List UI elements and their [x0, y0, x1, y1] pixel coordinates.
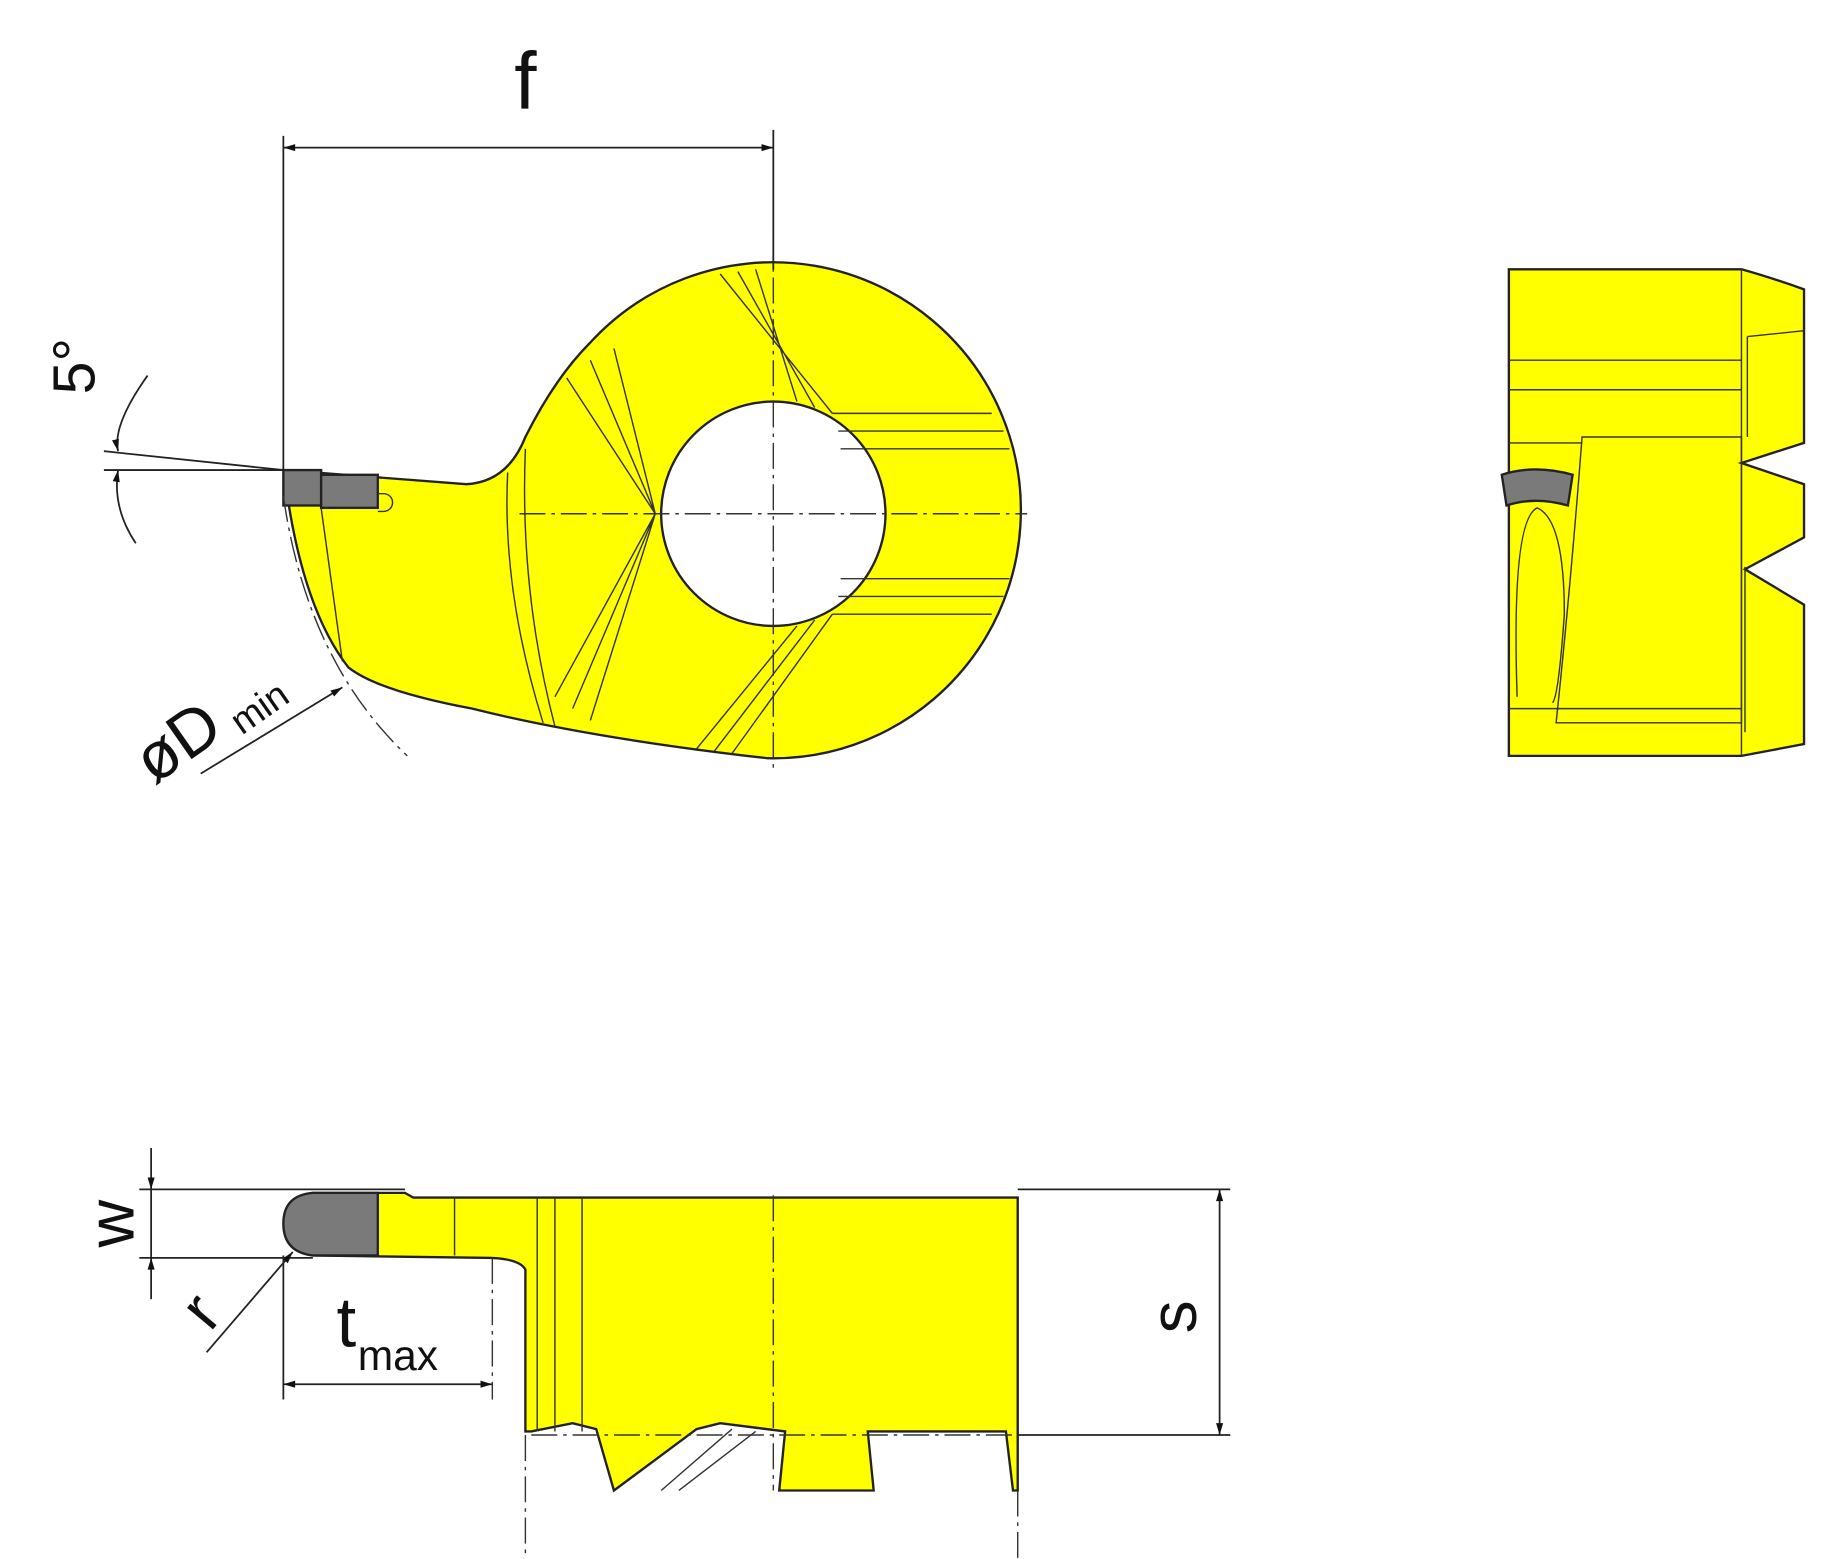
cutting-edge-tip: [282, 468, 323, 507]
s-label: s: [1137, 1300, 1211, 1333]
dmin-label: øD: [120, 687, 235, 798]
angle-label: 5°: [41, 338, 107, 394]
side-cutting-edge: [1500, 468, 1574, 508]
insert-side-view: [1500, 268, 1806, 758]
w-label: w: [74, 1199, 148, 1248]
tmax-subscript: max: [358, 1333, 438, 1380]
chip-grooves: [506, 269, 1010, 754]
dmin-leader: [200, 686, 343, 775]
tmax-label: t: [336, 1283, 356, 1362]
r-label: r: [166, 1279, 235, 1342]
bottom-cutting-edge: [282, 1191, 379, 1257]
dmin-subscript: min: [223, 674, 297, 743]
f-label: f: [514, 37, 537, 127]
dmin-arc: [282, 495, 408, 757]
insert-bottom-view: w r t max s: [74, 1147, 1231, 1559]
insert-top-view: f 5° øD min: [41, 37, 1028, 798]
